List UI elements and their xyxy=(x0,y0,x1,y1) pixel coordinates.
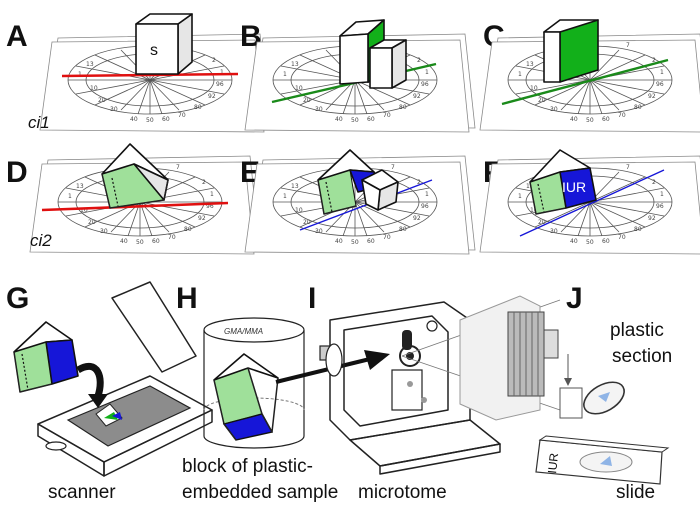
cutting-line-red-a xyxy=(61,72,239,78)
caption-plastic-line2: section xyxy=(612,346,672,367)
panel-letter-a: A xyxy=(6,20,28,53)
cutting-line-green-c xyxy=(501,58,669,106)
panel-a: A s ci1 xyxy=(6,13,271,133)
scanner-illustration xyxy=(13,281,213,477)
row-label-ci2: ci2 xyxy=(30,231,52,250)
quarter-cube-f: IUR xyxy=(529,149,597,215)
panel-letter-i: I xyxy=(308,282,316,315)
panel-g: G scanner xyxy=(6,281,213,503)
panel-d: D ci2 xyxy=(6,143,261,255)
panel-i: I xyxy=(308,282,583,503)
panel-h: H GMA/MMA block of plastic- embedded sam… xyxy=(176,282,338,503)
panel-letter-d: D xyxy=(6,156,28,189)
microtome-illustration xyxy=(319,295,583,475)
face-label-iur: IUR xyxy=(562,179,586,195)
container-label-gma-mma: GMA/MMA xyxy=(224,327,263,336)
half-cube-tilted-d xyxy=(101,143,169,209)
panel-letter-g: G xyxy=(6,282,29,315)
panel-b: B xyxy=(240,19,476,133)
caption-slide: slide xyxy=(616,482,655,503)
arrow-to-microtome xyxy=(275,350,390,384)
glass-slide: IUR xyxy=(535,435,670,485)
caption-block-line2: embedded sample xyxy=(182,482,338,503)
caption-plastic-line1: plastic xyxy=(610,320,664,341)
caption-block-line1: block of plastic- xyxy=(182,456,313,477)
panel-f: F IUR xyxy=(479,149,700,255)
panel-letter-h: H xyxy=(176,282,198,315)
cutting-line-blue-f xyxy=(519,169,665,237)
panel-c: C xyxy=(479,19,700,133)
split-cube-b xyxy=(339,19,407,89)
cube-label-s: s xyxy=(150,42,158,59)
slide-label-iur: IUR xyxy=(545,452,561,474)
cutting-line-red-d xyxy=(41,201,229,212)
panel-e: E xyxy=(240,149,476,255)
caption-scanner: scanner xyxy=(48,482,116,503)
row-label-ci1: ci1 xyxy=(28,113,50,132)
caption-microtome: microtome xyxy=(358,482,447,503)
plastic-section xyxy=(583,381,625,415)
panel-letter-j: J xyxy=(566,282,583,315)
sample-cube-a: s xyxy=(135,13,193,75)
plastic-block-cylinder: GMA/MMA xyxy=(203,317,305,449)
half-cube-c xyxy=(543,19,599,83)
cutting-line-blue-e xyxy=(299,179,433,231)
quarter-cube-e xyxy=(317,149,399,215)
panel-j: J plastic section IUR slide xyxy=(535,282,672,503)
